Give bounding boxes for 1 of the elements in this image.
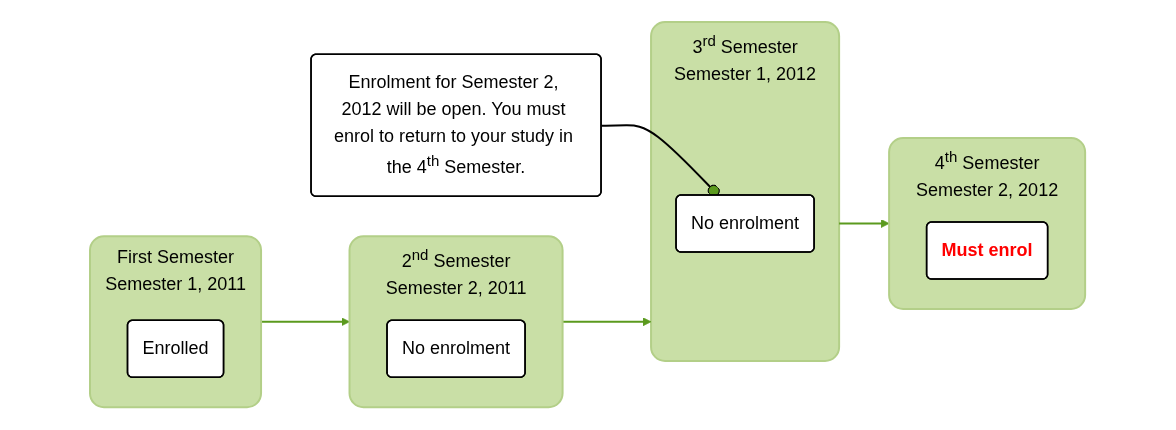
arrow [838,219,890,229]
